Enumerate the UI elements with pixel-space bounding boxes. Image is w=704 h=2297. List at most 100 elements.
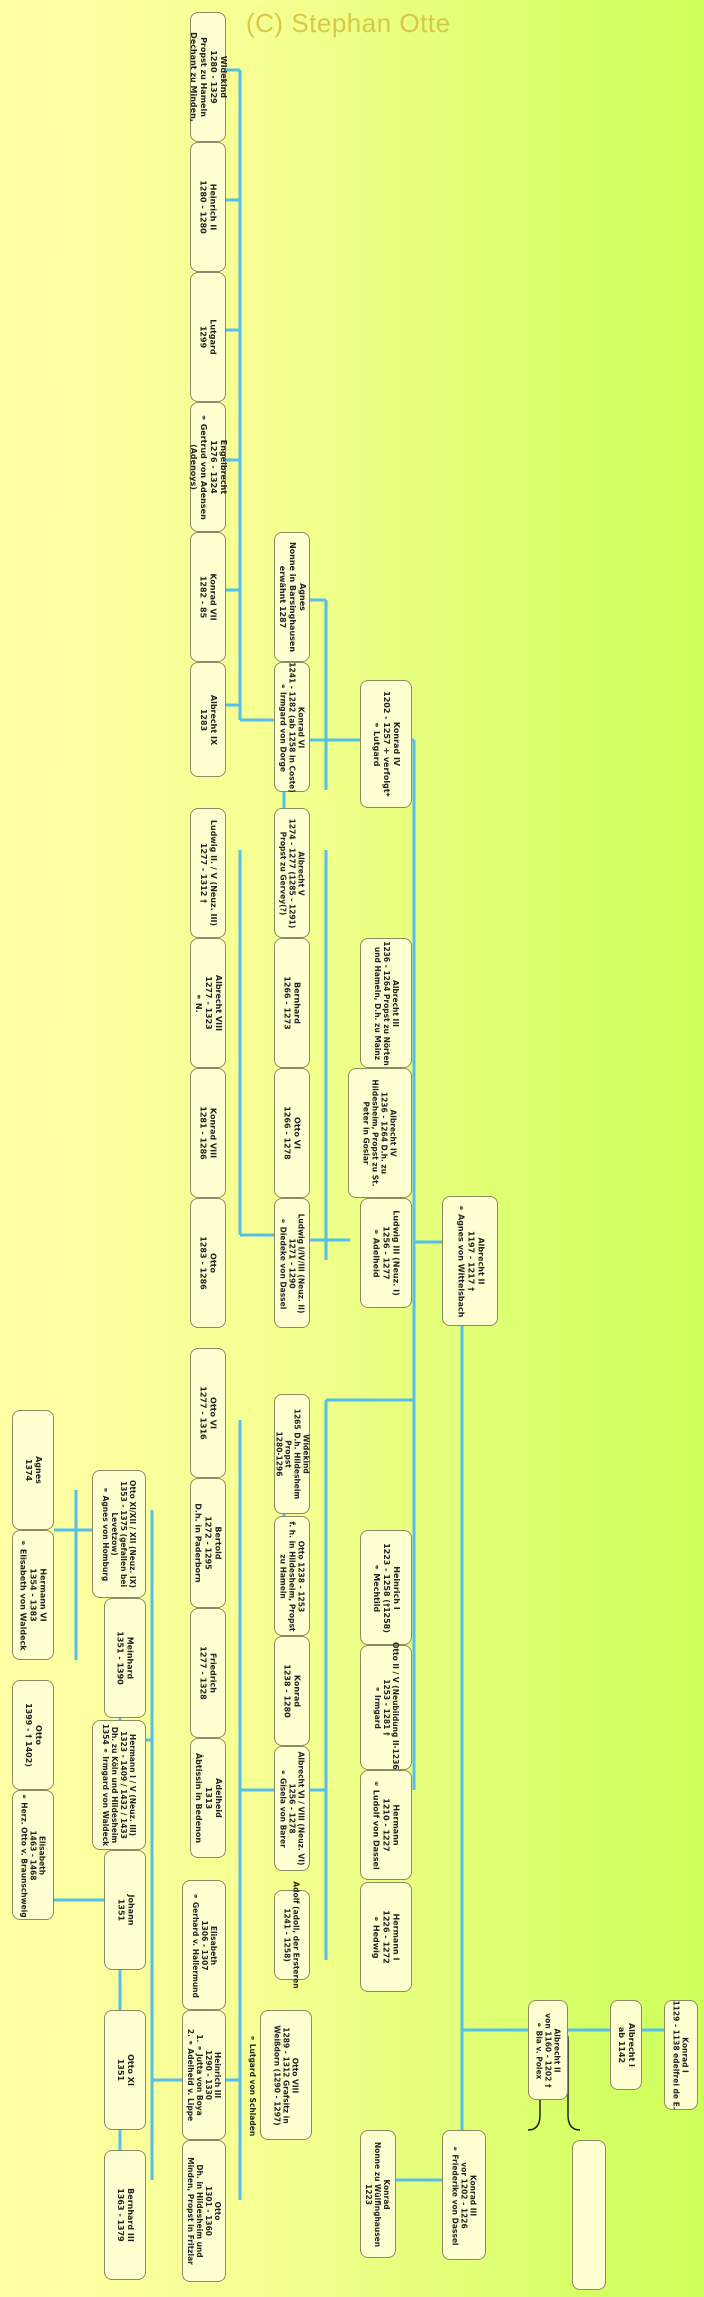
person-konrad-b[interactable]: Konrad 1238 - 1280: [274, 1636, 310, 1746]
person-konrad6[interactable]: Konrad VI 1241 - 1282 (ab 1258 in Coste)…: [274, 662, 310, 792]
person-albrecht4[interactable]: Albrecht IV 1236 - 1264 D.h. zu Hildeshe…: [348, 1068, 412, 1198]
person-konrad8-label: Konrad VIII 1281 - 1286: [199, 1106, 219, 1160]
person-hermann-e-label: Hermann 1210 - 1227 ⚭ Ludolf von Dassel: [372, 1780, 401, 1870]
person-konrad-n-label: Konrad Nonne zu Wülfinghausen 1223: [364, 2141, 392, 2247]
person-otto2-label: Otto II / V (Neubildung II-1236) 1253 - …: [372, 1642, 400, 1773]
person-ludwig3-label: Ludwig III (Neuz. I) 1256 - 1277 ⚭ Adelh…: [372, 1210, 401, 1296]
person-adolf-label: Adolf (adoll, der Ersteren 1241 - 1258): [283, 1881, 302, 1989]
person-widekind-label: Widekind 1280 - 1329 Propst zu Hameln De…: [189, 32, 229, 122]
person-konrad6-label: Konrad VI 1241 - 1282 (ab 1258 in Coste)…: [278, 661, 306, 793]
person-otto6a[interactable]: Otto VI 1266 - 1278: [274, 1068, 310, 1198]
person-otto6b-label: Otto VI 1277 - 1316: [199, 1386, 219, 1440]
person-bernhard3-label: Bernhard III 1363 - 1379: [116, 2188, 135, 2242]
person-albrecht67-label: Albrecht VI / VIII (Neuz. VI) 1256 - 127…: [278, 1751, 306, 1866]
person-bertold-label: Bertold 1272 - 1295 D.h. in Paderborn: [194, 1503, 223, 1583]
person-otto-f[interactable]: Otto 1238 - 1253 f. h. in Hildesheim, Pr…: [274, 1516, 310, 1636]
person-albrecht2[interactable]: Albrecht II 1197 - 1217 † ⚭ Agnes von Wi…: [442, 1196, 498, 1326]
person-heinrich2[interactable]: Heinrich II 1280 - 1280: [190, 142, 226, 272]
person-otto8[interactable]: Otto VIII 1289 - 1312 Grafsitz in Weißdo…: [260, 2010, 312, 2140]
person-albrecht2-label: Albrecht II 1197 - 1217 † ⚭ Agnes von Wi…: [456, 1204, 486, 1318]
person-albrecht2b-label: Albrecht II von 1160 - 1202 † ⚭ Bia v. P…: [534, 2012, 562, 2088]
person-konrad3[interactable]: Konrad III vor 1202 - 1226 ⚭ Friederike …: [442, 2130, 486, 2260]
person-albrecht5-label: Albrecht V 1274 - 1277 (1285 - 1291) Pro…: [278, 818, 306, 928]
person-bernhard-a[interactable]: Bernhard 1266 - 1273: [274, 938, 310, 1068]
person-lutgard[interactable]: Lutgard 1299: [190, 272, 226, 402]
person-agnes-h[interactable]: Agnes Nonne in Barsinghausen erwähnt 128…: [274, 532, 310, 662]
person-otto-f-label: Otto 1238 - 1253 f. h. in Hildesheim, Pr…: [278, 1520, 306, 1632]
person-albrecht2b[interactable]: Albrecht II von 1160 - 1202 † ⚭ Bia v. P…: [528, 2000, 568, 2100]
person-hermann6[interactable]: Hermann VI 1354 - 1383 ⚭ Elisabeth von W…: [12, 1530, 54, 1660]
person-meinhard[interactable]: Meinhard 1351 - 1390: [104, 1598, 146, 1718]
person-konrad4[interactable]: Konrad IV 1202 - 1257 + verfolgt* ⚭ Lutg…: [360, 680, 412, 808]
possible-persons-note[interactable]: [572, 2140, 606, 2290]
person-konrad4-label: Konrad IV 1202 - 1257 + verfolgt* ⚭ Lutg…: [372, 691, 402, 797]
person-otto11[interactable]: Otto XI 1351: [104, 2010, 146, 2130]
person-hermann15[interactable]: Hermann I / V (Neuz. III) 1323 - 1409 / …: [92, 1720, 146, 1850]
person-elisabeth[interactable]: Elisabeth 1463 - 1468 ⚭ Herz. Otto v. Br…: [12, 1790, 54, 1920]
person-widekind2-label: Widekind 1265 D.h. Hildesheim Propst 128…: [274, 1408, 311, 1500]
person-otto1399-label: Otto 1399 - † 1402): [24, 1703, 43, 1767]
person-agnes-h-label: Agnes Nonne in Barsinghausen erwähnt 128…: [278, 541, 307, 653]
person-lutgard2-label: ⚭ Lutgard von Schladen: [248, 2034, 258, 2136]
person-otto8-label: Otto VIII 1289 - 1312 Grafsitz in Weißdo…: [272, 2024, 300, 2126]
person-konrad1-label: Konrad I 1129 - 1138 edelfrei de E.: [672, 2000, 691, 2110]
person-engelbrecht-label: Engelbrecht 1276 - 1324 ⚭ Gertrud von Ad…: [189, 414, 229, 520]
person-otto-a[interactable]: Otto 1283 - 1286: [190, 1198, 226, 1328]
person-elisabeth2[interactable]: Elisabeth 1306 - 1307 ⚭ Gerhard v. Halle…: [182, 1880, 226, 2010]
person-albrecht8-label: Albrecht VIII 1277 - 1323 ⚭ N.: [194, 974, 224, 1032]
person-lutgard2[interactable]: ⚭ Lutgard von Schladen: [246, 2010, 260, 2160]
person-albrecht3-label: Albrecht III 1236 - 1264 Propst zu Nörte…: [372, 940, 400, 1066]
person-konrad7-label: Konrad VII 1282 - 85: [199, 573, 218, 621]
person-albrecht8[interactable]: Albrecht VIII 1277 - 1323 ⚭ N.: [190, 938, 226, 1068]
person-otto-dh[interactable]: Otto 1301 - 1360 Dh. in Hildesheim und M…: [182, 2140, 226, 2282]
person-hermann6-label: Hermann VI 1354 - 1383 ⚭ Elisabeth von W…: [19, 1539, 49, 1651]
person-hermann1-label: Hermann I 1226 - 1272 ⚭ Hedwig: [372, 1910, 402, 1964]
person-konrad-n[interactable]: Konrad Nonne zu Wülfinghausen 1223: [360, 2130, 396, 2258]
person-ludwig34-label: Ludwig I/IV/III (Neuz. II) 1271 - 1290 ⚭…: [278, 1213, 306, 1313]
person-albrecht1-label: Albrecht I ab 1142: [617, 2022, 636, 2068]
person-heinrich2-label: Heinrich II 1280 - 1280: [199, 180, 219, 234]
person-friedrich-label: Friedrich 1277 - 1328: [199, 1646, 219, 1700]
person-otto1399[interactable]: Otto 1399 - † 1402): [12, 1680, 54, 1790]
watermark-title: (C) Stephan Otte: [246, 8, 451, 38]
person-bernhard3[interactable]: Bernhard III 1363 - 1379: [104, 2150, 146, 2280]
person-albrecht67[interactable]: Albrecht VI / VIII (Neuz. VI) 1256 - 127…: [274, 1746, 310, 1871]
person-albrecht1[interactable]: Albrecht I ab 1142: [610, 2000, 642, 2090]
person-otto-a-label: Otto 1283 - 1286: [199, 1236, 219, 1290]
person-heinrich3[interactable]: Heinrich III 1290 - 1330 1. ⚭ Jutta von …: [182, 2010, 226, 2140]
person-konrad1[interactable]: Konrad I 1129 - 1138 edelfrei de E.: [664, 2000, 698, 2110]
person-ludwig34[interactable]: Ludwig I/IV/III (Neuz. II) 1271 - 1290 ⚭…: [274, 1198, 310, 1328]
person-bertold[interactable]: Bertold 1272 - 1295 D.h. in Paderborn: [190, 1478, 226, 1608]
person-adolf[interactable]: Adolf (adoll, der Ersteren 1241 - 1258): [274, 1881, 310, 1989]
person-johann-label: Johann 1351: [116, 1894, 135, 1926]
person-ludwig2[interactable]: Ludwig II. / V (Neuz. III) 1277 - 1312 †: [190, 808, 226, 938]
person-otto1112[interactable]: Otto XI/XII / XII (Neuz. IX) 1353 - 1375…: [92, 1470, 146, 1598]
person-adelheid[interactable]: Adelheid 1313 Äbtissin in Bedenon: [190, 1738, 226, 1858]
person-otto-dh-label: Otto 1301 - 1360 Dh. in Hildesheim und M…: [186, 2157, 223, 2265]
person-friedrich[interactable]: Friedrich 1277 - 1328: [190, 1608, 226, 1738]
person-albrecht4-label: Albrecht IV 1236 - 1264 D.h. zu Hildeshe…: [362, 1079, 399, 1187]
person-albrecht5[interactable]: Albrecht V 1274 - 1277 (1285 - 1291) Pro…: [274, 808, 310, 938]
person-hermann1[interactable]: Hermann I 1226 - 1272 ⚭ Hedwig: [360, 1882, 412, 1992]
person-konrad8[interactable]: Konrad VIII 1281 - 1286: [190, 1068, 226, 1198]
person-otto1112-label: Otto XI/XII / XII (Neuz. IX) 1353 - 1375…: [101, 1480, 138, 1588]
person-widekind2[interactable]: Widekind 1265 D.h. Hildesheim Propst 128…: [274, 1394, 310, 1514]
person-ludwig3[interactable]: Ludwig III (Neuz. I) 1256 - 1277 ⚭ Adelh…: [360, 1198, 412, 1308]
person-konrad7[interactable]: Konrad VII 1282 - 85: [190, 532, 226, 662]
person-widekind[interactable]: Widekind 1280 - 1329 Propst zu Hameln De…: [189, 12, 229, 142]
person-otto2[interactable]: Otto II / V (Neubildung II-1236) 1253 - …: [360, 1642, 412, 1773]
person-hermann15-label: Hermann I / V (Neuz. III) 1323 - 1409 / …: [101, 1723, 137, 1847]
person-albrecht3[interactable]: Albrecht III 1236 - 1264 Propst zu Nörte…: [360, 938, 412, 1068]
person-heinrich3-label: Heinrich III 1290 - 1330 1. ⚭ Jutta von …: [186, 2028, 223, 2122]
person-otto6a-label: Otto VI 1266 - 1278: [283, 1106, 303, 1160]
person-hermann-e[interactable]: Hermann 1210 - 1227 ⚭ Ludolf von Dassel: [360, 1770, 412, 1880]
person-konrad-b-label: Konrad 1238 - 1280: [283, 1664, 303, 1718]
person-albrecht9-label: Albrecht IX 1283: [199, 694, 219, 745]
person-otto6b[interactable]: Otto VI 1277 - 1316: [190, 1348, 226, 1478]
person-johann[interactable]: Johann 1351: [104, 1850, 146, 1970]
person-heinrich1[interactable]: Heinrich I 1223 - 1258 (†1258) ⚭ Mechtil…: [360, 1530, 412, 1645]
person-albrecht9[interactable]: Albrecht IX 1283: [190, 662, 226, 777]
person-agnes1374[interactable]: Agnes 1374: [12, 1410, 54, 1530]
person-lutgard-label: Lutgard 1299: [199, 319, 219, 355]
person-engelbrecht[interactable]: Engelbrecht 1276 - 1324 ⚭ Gertrud von Ad…: [189, 402, 229, 532]
